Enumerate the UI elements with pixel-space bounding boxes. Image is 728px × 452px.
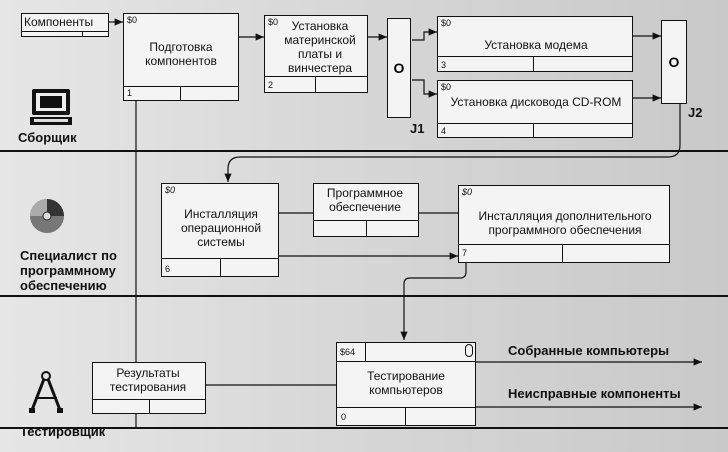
unit-footer-divider bbox=[533, 56, 534, 71]
junction-j2-label: J2 bbox=[688, 105, 703, 120]
junction-symbol: O bbox=[393, 60, 405, 76]
output-assembled-label: Собранные компьютеры bbox=[508, 343, 670, 358]
unit-cost: $0 bbox=[441, 18, 452, 28]
lane-software-label: Специалист по программному обеспечению bbox=[20, 248, 117, 293]
unit-footer-divider bbox=[220, 258, 221, 276]
unit-title: Инсталляция дополнительного программного… bbox=[478, 209, 652, 237]
object-divider bbox=[82, 31, 83, 37]
unit-title: Подготовка компонентов bbox=[145, 40, 217, 68]
unit-header-line bbox=[337, 361, 475, 362]
arrow-j1-to-unit4 bbox=[412, 79, 437, 98]
unit-7[interactable]: $0 Инсталляция дополнительного программн… bbox=[458, 185, 670, 263]
object-divider bbox=[22, 31, 108, 32]
unit-footer-divider bbox=[405, 407, 406, 425]
junction-j1-label: J1 bbox=[410, 121, 425, 136]
unit-cost: $64 bbox=[340, 347, 356, 357]
unit-cost: $0 bbox=[268, 17, 279, 27]
unit-number: 7 bbox=[462, 248, 468, 258]
unit-title: Тестирование компьютеров bbox=[367, 369, 445, 397]
unit-number: 0 bbox=[341, 412, 347, 422]
unit-0-testing[interactable]: $64 Тестирование компьютеров 0 bbox=[336, 342, 476, 426]
unit-title: Установка материнской платы и винчестера bbox=[284, 19, 356, 75]
arrow-unit7-to-test bbox=[400, 263, 467, 340]
unit-title: Установка модема bbox=[484, 38, 588, 52]
unit-footer-divider bbox=[315, 76, 316, 92]
object-components[interactable]: Компоненты bbox=[21, 13, 109, 37]
output-faulty-label: Неисправные компоненты bbox=[508, 386, 681, 401]
computer-icon bbox=[30, 89, 72, 125]
object-test-results-label: Результаты тестирования bbox=[109, 366, 187, 394]
unit-header-divider bbox=[365, 343, 366, 361]
unit-cost: $0 bbox=[127, 15, 138, 25]
object-software[interactable]: Программное обеспечение bbox=[313, 183, 419, 237]
object-components-label: Компоненты bbox=[24, 15, 94, 29]
unit-footer-line bbox=[459, 244, 669, 245]
unit-cost: $0 bbox=[165, 185, 176, 195]
unit-1[interactable]: $0 Подготовка компонентов 1 bbox=[123, 13, 239, 101]
unit-footer-line bbox=[265, 76, 367, 77]
unit-footer-line bbox=[438, 123, 632, 124]
unit-4[interactable]: $0 Установка дисковода CD-ROM 4 bbox=[437, 80, 633, 138]
object-divider bbox=[149, 399, 150, 413]
unit-footer-line bbox=[337, 407, 475, 408]
junction-j1[interactable]: O bbox=[387, 18, 411, 118]
junction-j2[interactable]: O bbox=[661, 20, 687, 104]
lane-assembler-label: Сборщик bbox=[18, 130, 77, 145]
arrow-j1-to-unit3 bbox=[412, 28, 437, 41]
unit-cost: $0 bbox=[441, 82, 452, 92]
unit-title: Установка дисковода CD-ROM bbox=[450, 95, 622, 109]
unit-footer-divider bbox=[533, 123, 534, 137]
unit-footer-line bbox=[124, 86, 238, 87]
compass-icon bbox=[29, 371, 63, 413]
unit-corner-marker bbox=[465, 344, 473, 357]
object-test-results[interactable]: Результаты тестирования bbox=[92, 362, 206, 414]
unit-number: 6 bbox=[165, 264, 171, 274]
unit-number: 2 bbox=[268, 80, 274, 90]
unit-6[interactable]: $0 Инсталляция операционной системы 6 bbox=[161, 183, 279, 277]
unit-footer-divider bbox=[180, 86, 181, 100]
unit-2[interactable]: $0 Установка материнской платы и винчест… bbox=[264, 15, 368, 93]
unit-title: Инсталляция операционной системы bbox=[180, 207, 262, 249]
unit-footer-divider bbox=[562, 244, 563, 262]
unit-3[interactable]: $0 Установка модема 3 bbox=[437, 16, 633, 72]
unit-number: 4 bbox=[441, 126, 447, 136]
disc-icon bbox=[30, 199, 64, 233]
unit-footer-line bbox=[438, 56, 632, 57]
lane-tester-label: Тестировщик bbox=[20, 424, 106, 439]
unit-number: 3 bbox=[441, 60, 447, 70]
arrow-j2-to-unit6 bbox=[224, 104, 681, 182]
unit-number: 1 bbox=[127, 88, 133, 98]
junction-symbol: O bbox=[668, 54, 680, 70]
object-divider bbox=[366, 220, 367, 236]
unit-cost: $0 bbox=[462, 187, 473, 197]
object-software-label: Программное обеспечение bbox=[326, 186, 404, 214]
